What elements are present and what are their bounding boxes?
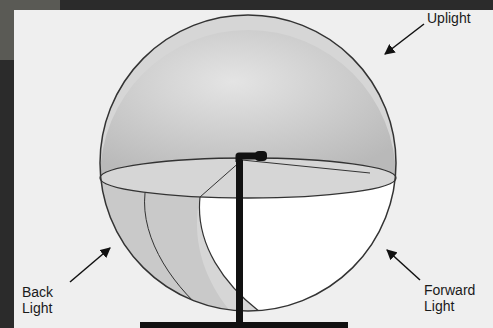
pole: [236, 160, 243, 328]
leader-arrow: [387, 250, 420, 280]
wedge-line: [200, 160, 242, 197]
callout-label: Forward Light: [424, 282, 488, 314]
lamp-head: [255, 151, 267, 161]
meridian-line: [145, 193, 215, 320]
callout-label: Back Light: [22, 284, 70, 316]
wedge-line: [242, 160, 370, 173]
callout-label: Uplight: [427, 10, 489, 26]
leader-arrow: [70, 248, 110, 282]
meridian-line: [199, 197, 260, 312]
sphere-outline: [100, 15, 396, 311]
equator-ellipse: [100, 158, 396, 198]
leader-arrow: [385, 24, 424, 54]
base: [140, 322, 348, 328]
panel: [14, 10, 493, 328]
uplight-zone: [100, 30, 396, 178]
